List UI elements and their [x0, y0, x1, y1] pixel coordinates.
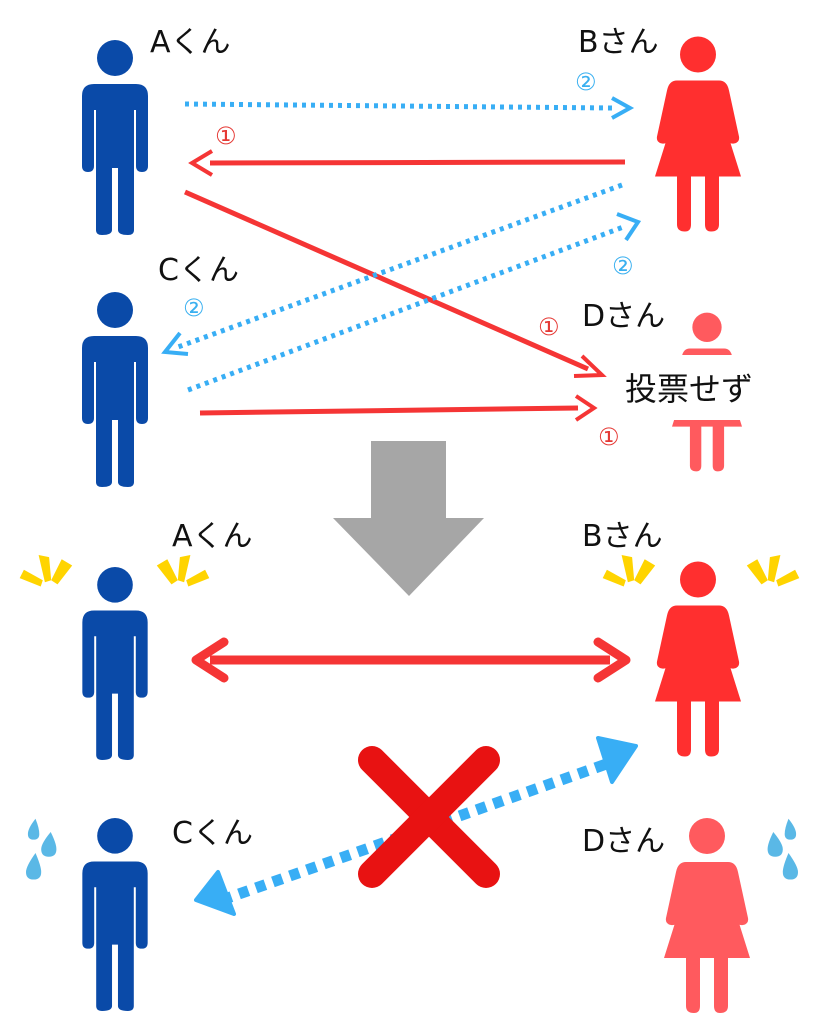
name-d-top: Dさん — [582, 299, 665, 334]
label-c-to-d: ① — [598, 423, 620, 451]
name-c-bottom: Cくん — [172, 816, 253, 851]
sparkle-icon-a-left — [19, 555, 73, 587]
arrow-c-to-b — [187, 212, 642, 393]
sparkle-icon-b-right — [746, 555, 800, 587]
label-b-to-a: ① — [215, 122, 237, 150]
name-a-top: Aくん — [150, 25, 231, 60]
label-a-to-d: ① — [538, 313, 560, 341]
tear-drops-icon-d — [767, 818, 798, 880]
person-c-male-icon — [82, 292, 148, 487]
person-b-female-icon — [655, 36, 741, 232]
sparkle-icon-a-right — [156, 555, 210, 587]
label-c-to-b: ② — [612, 252, 634, 280]
match-arrow-a-b — [191, 637, 631, 683]
cross-mark-icon — [358, 746, 500, 888]
name-b-bottom: Bさん — [582, 519, 663, 554]
arrow-b-to-a — [188, 149, 626, 177]
person-a-male-icon — [82, 40, 148, 235]
person-a-male-icon-bottom — [82, 567, 148, 760]
person-d-female-icon-bottom — [664, 818, 750, 1013]
person-c-male-icon-bottom — [82, 818, 148, 1011]
name-c-top: Cくん — [158, 253, 239, 288]
tear-drops-icon-c — [26, 818, 57, 880]
down-arrow-icon — [333, 441, 484, 596]
arrow-a-to-b — [184, 96, 635, 120]
label-b-to-c: ② — [183, 294, 205, 322]
d-status-label: 投票せず — [625, 370, 753, 408]
name-b-top: Bさん — [578, 25, 659, 60]
label-a-to-b: ② — [575, 68, 597, 96]
arrow-c-to-d — [199, 394, 598, 422]
sparkle-icon-b-left — [602, 555, 656, 587]
name-d-bottom: Dさん — [582, 824, 665, 859]
d-status-backing — [620, 355, 800, 420]
arrow-b-to-c — [161, 182, 623, 356]
name-a-bottom: Aくん — [172, 519, 253, 554]
person-b-female-icon-bottom — [655, 561, 741, 757]
arrow-a-to-d — [183, 189, 607, 378]
